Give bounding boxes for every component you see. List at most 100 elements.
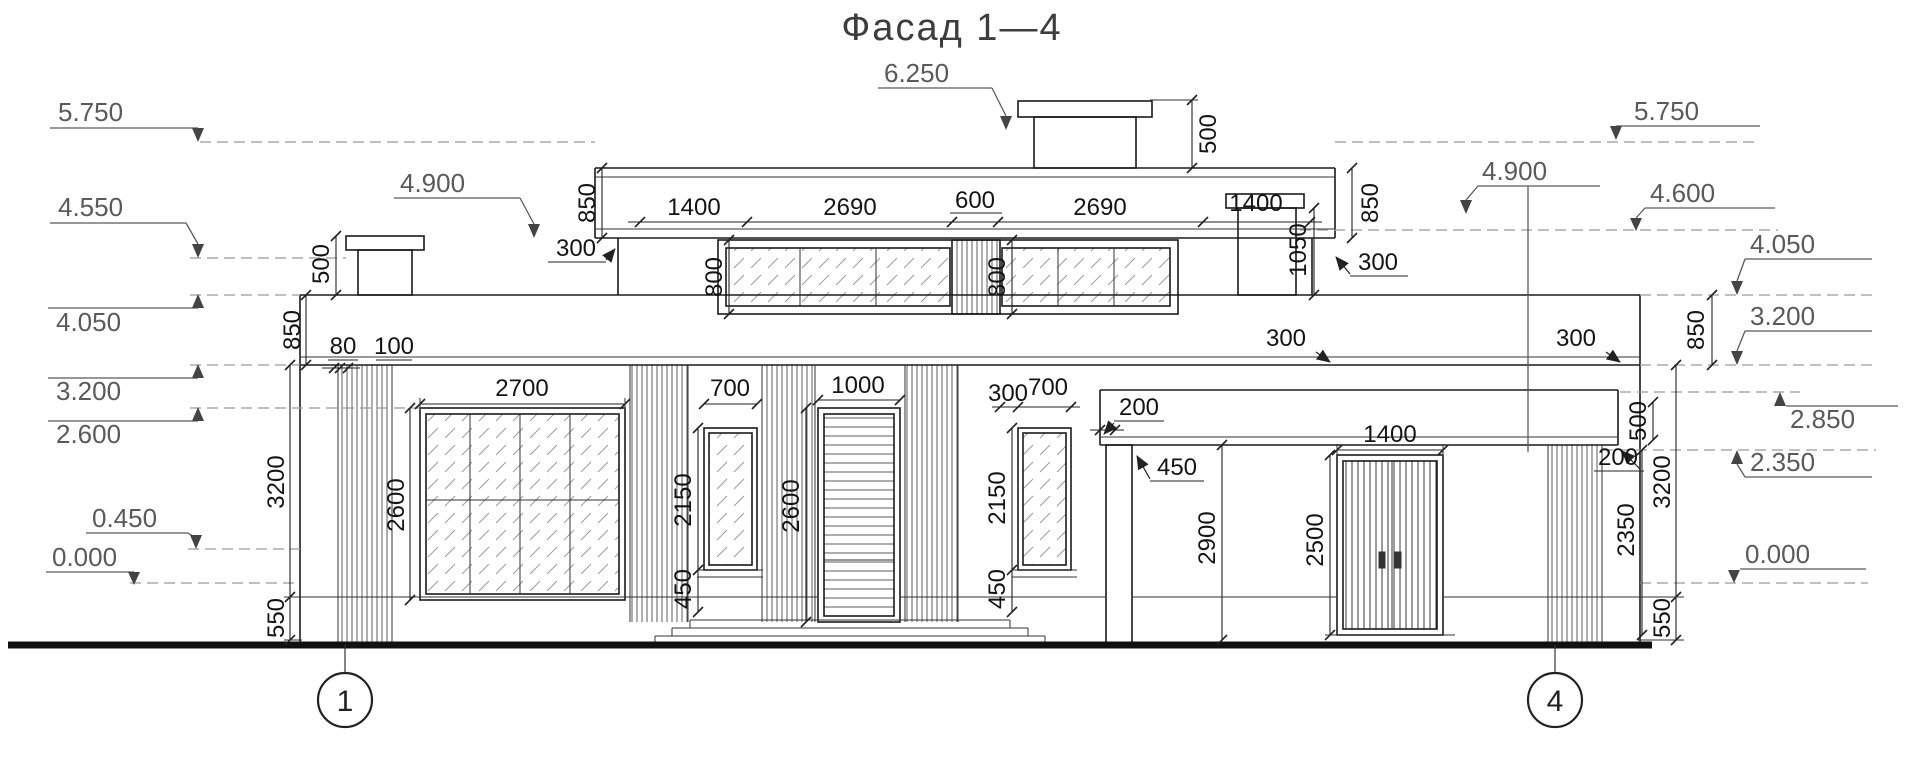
dim-win-2600: 2600 <box>383 478 410 531</box>
dim-chain-1400-a: 1400 <box>667 194 720 221</box>
elev-top-4900: 4.900 <box>400 168 465 198</box>
dim-clerestory-800-right: 800 <box>984 257 1011 297</box>
chimney-right-body <box>1237 207 1297 296</box>
clerestory-glass-left <box>726 248 950 306</box>
dim-edge-300-b: 300 <box>1556 325 1596 352</box>
building-structure <box>299 100 1641 646</box>
dim-corner-2350: 2350 <box>1613 503 1640 556</box>
door-1400-right-leaf <box>1392 461 1437 629</box>
elev-right-5750: 5.750 <box>1634 96 1699 126</box>
dim-canopy-450: 450 <box>1157 454 1197 481</box>
door-1400-inner <box>1342 460 1438 630</box>
dim-wall-3200-right: 3200 <box>1649 455 1676 508</box>
elevation-mark-lines <box>46 87 1898 573</box>
clerestory-frame <box>717 239 1179 315</box>
dim-door-1000: 1000 <box>831 372 884 399</box>
skylight-body <box>1033 116 1137 169</box>
dim-win-2150-right: 2150 <box>984 471 1011 524</box>
dim-chain-600: 600 <box>955 187 995 214</box>
chimney-left-cap <box>345 235 425 251</box>
door-handle-left <box>1378 551 1386 569</box>
dimension-lines <box>284 94 1718 646</box>
louver-strip-4 <box>905 365 958 622</box>
elev-right-4600: 4.600 <box>1650 178 1715 208</box>
window-2700-frame <box>419 407 626 601</box>
dim-lines <box>289 100 1713 640</box>
dim-clerestory-800-left: 800 <box>701 257 728 297</box>
porch-column <box>1105 444 1133 646</box>
clerestory-window-left <box>725 247 951 307</box>
axis-4-bubble <box>1526 671 1584 729</box>
axis-4-number: 4 <box>1547 685 1564 718</box>
elev-left-4550: 4.550 <box>58 192 123 222</box>
dim-chimney-500: 500 <box>308 244 335 284</box>
door-1000-frame <box>817 407 901 623</box>
dim-off-80: 80 <box>330 333 357 360</box>
window-700-left-inner <box>708 432 753 566</box>
clerestory-center-pier <box>951 239 1001 315</box>
elev-left-0450: 0.450 <box>92 503 157 533</box>
louver-strip-left <box>338 365 392 645</box>
elev-right-2350: 2.350 <box>1750 447 1815 477</box>
elev-right-4900: 4.900 <box>1482 156 1547 186</box>
elev-right-2850: 2.850 <box>1790 404 1855 434</box>
dim-off-300-left: 300 <box>556 235 596 262</box>
elevation-mark-symbols <box>46 87 1898 585</box>
door-handle-right <box>1394 551 1402 569</box>
dim-edge-300-a: 300 <box>1266 325 1306 352</box>
elev-left-3200: 3.200 <box>56 376 121 406</box>
window-700-right-inner <box>1022 432 1067 566</box>
level-dashed-lines <box>130 141 1876 584</box>
dim-sill-450-left: 450 <box>670 569 697 609</box>
dim-edge-500: 500 <box>1625 401 1652 441</box>
window-2700-inner <box>425 413 620 595</box>
axis-1-bubble <box>316 671 374 729</box>
dim-win-700-left: 700 <box>710 375 750 402</box>
dim-chain-2690-b: 2690 <box>1073 194 1126 221</box>
door-1000-slats <box>824 414 894 616</box>
elev-right-4050: 4.050 <box>1750 229 1815 259</box>
window-2700-glass <box>426 414 619 594</box>
dim-win-2700: 2700 <box>495 375 548 402</box>
clerestory-center-louver <box>952 240 1000 314</box>
extension-lines <box>284 99 1684 641</box>
dim-band-850-right: 850 <box>1683 310 1710 350</box>
dim-slab-850-right: 850 <box>1357 183 1384 223</box>
dim-door-2500: 2500 <box>1302 513 1329 566</box>
elev-left-5750: 5.750 <box>58 97 123 127</box>
building-details <box>300 176 1640 645</box>
dim-plinth-550-right: 550 <box>1649 598 1676 638</box>
dim-win-700-right: 700 <box>1028 374 1068 401</box>
walls-and-bands <box>299 167 1641 645</box>
dim-win-2150-left: 2150 <box>670 473 697 526</box>
clerestory-glass-right <box>1002 248 1170 306</box>
detail-lines <box>300 176 1640 645</box>
axis-markers: 1 4 <box>316 645 1584 729</box>
dim-chain-1400-b: 1400 <box>1229 190 1282 217</box>
dim-chain-2690-a: 2690 <box>823 194 876 221</box>
dim-porch-2900: 2900 <box>1194 511 1221 564</box>
door-1400-left-leaf <box>1343 461 1388 629</box>
dim-wall-3200-left: 3200 <box>263 455 290 508</box>
leader-arrows <box>602 248 1641 480</box>
elev-left-2600: 2.600 <box>56 419 121 449</box>
hatch-fills <box>338 240 1602 645</box>
elev-right-3200: 3.200 <box>1750 301 1815 331</box>
dim-door-2600: 2600 <box>778 479 805 532</box>
clerestory-window-right <box>1001 247 1171 307</box>
dim-canopy-200: 200 <box>1119 394 1159 421</box>
dim-chimney-1050: 1050 <box>1285 223 1312 276</box>
louver-strip-2 <box>630 365 688 622</box>
dim-door-1400: 1400 <box>1363 421 1416 448</box>
chimney-left-body <box>357 249 413 296</box>
elev-left-4050: 4.050 <box>56 307 121 337</box>
dim-off-300-right: 300 <box>1358 249 1398 276</box>
dim-plinth-550-left: 550 <box>263 598 290 638</box>
window-700-left-glass <box>709 433 752 565</box>
drawing-title: Фасад 1—4 <box>841 7 1062 49</box>
dim-sill-450-right: 450 <box>984 569 1011 609</box>
elev-top-6250: 6.250 <box>884 58 949 88</box>
dim-edge-200: 200 <box>1598 444 1638 471</box>
dim-slab-850-left: 850 <box>574 183 601 223</box>
